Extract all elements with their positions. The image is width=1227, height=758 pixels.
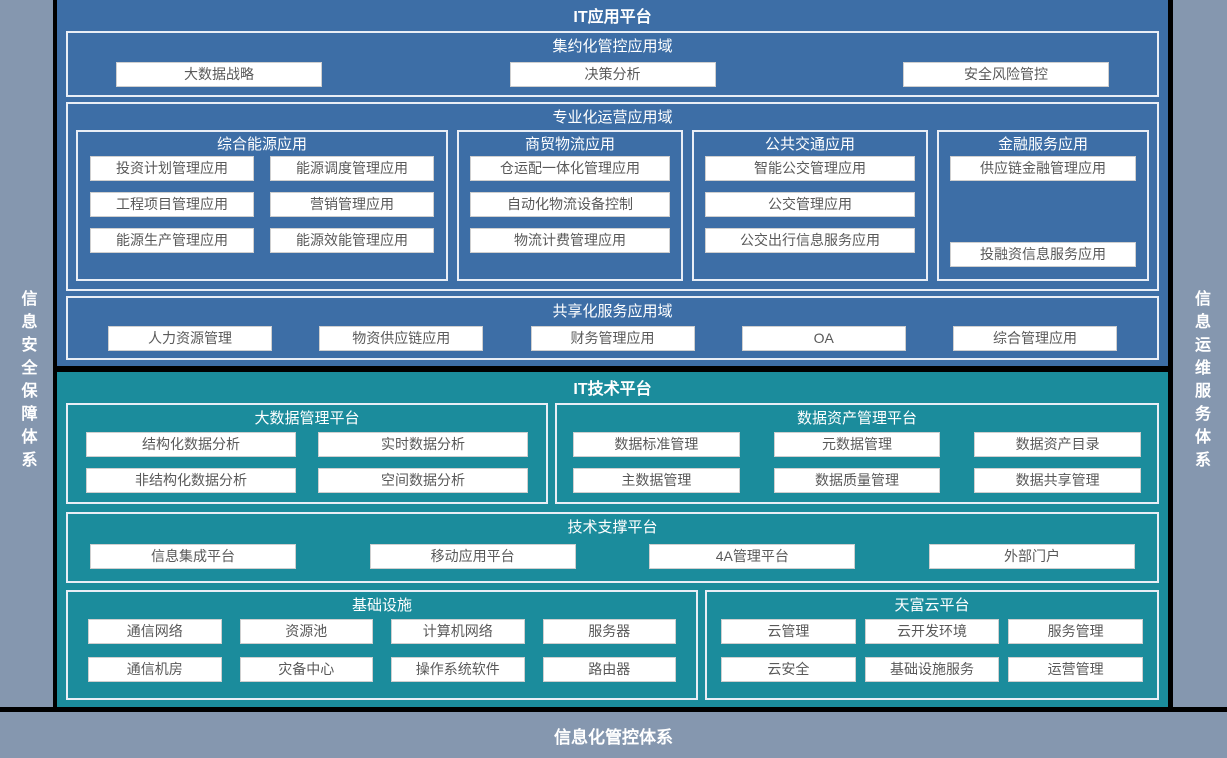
module-item: 计算机网络 [391, 619, 525, 644]
module-item: 服务器 [542, 619, 676, 644]
module-item: 大数据战略 [116, 62, 322, 87]
module-item: 云安全 [721, 657, 856, 682]
it-application-platform-title: IT应用平台 [573, 9, 652, 26]
module-item: 财务管理应用 [530, 326, 695, 351]
platform-items-grid: 数据标准管理 元数据管理 数据资产目录 主数据管理 数据质量管理 数据共享管理 [557, 429, 1157, 496]
technical-support-platform-title: 技术支撑平台 [567, 519, 658, 536]
group-items-column: 供应链金融管理应用 投融资信息服务应用 [939, 154, 1147, 279]
group-financial-services-title: 金融服务应用 [997, 136, 1088, 153]
infrastructure-box: 基础设施 通信网络 资源池 计算机网络 服务器 通信机房 灾备中心 操作系统软件… [66, 590, 698, 700]
module-item: 投资计划管理应用 [90, 156, 254, 181]
domain-intensive-control: 集约化管控应用域 大数据战略 决策分析 安全风险管控 [66, 31, 1159, 97]
module-item: 基础设施服务 [864, 657, 1000, 682]
module-item: 数据共享管理 [974, 468, 1141, 493]
module-item: 人力资源管理 [108, 326, 272, 351]
module-item: 信息集成平台 [90, 544, 296, 569]
module-item: 数据质量管理 [773, 468, 941, 493]
module-item: 通信网络 [88, 619, 222, 644]
platform-items-grid: 云管理 云开发环境 服务管理 云安全 基础设施服务 运营管理 [707, 616, 1157, 685]
module-item: 公交管理应用 [705, 192, 915, 217]
platform-items-grid: 结构化数据分析 实时数据分析 非结构化数据分析 空间数据分析 [68, 429, 546, 496]
module-item: 仓运配一体化管理应用 [470, 156, 670, 181]
bigdata-management-platform: 大数据管理平台 结构化数据分析 实时数据分析 非结构化数据分析 空间数据分析 [66, 403, 548, 504]
module-item: 投融资信息服务应用 [950, 242, 1136, 267]
module-item: 数据资产目录 [974, 432, 1141, 457]
domain-intensive-control-title: 集约化管控应用域 [552, 38, 673, 55]
shared-items-row: 人力资源管理 物资供应链应用 财务管理应用 OA 综合管理应用 [68, 322, 1157, 351]
domain-shared-service-title: 共享化服务应用域 [552, 303, 673, 320]
infrastructure-box-title: 基础设施 [351, 597, 412, 614]
module-item: 4A管理平台 [649, 544, 856, 569]
module-item: 综合管理应用 [953, 326, 1117, 351]
module-item: 外部门户 [928, 544, 1135, 569]
module-item: 能源调度管理应用 [270, 156, 434, 181]
ops-maintenance-pillar-label: 信息运维服务体系 [1192, 289, 1209, 474]
group-items-grid: 投资计划管理应用 能源调度管理应用 工程项目管理应用 营销管理应用 能源生产管理… [78, 154, 446, 255]
domain-professional-operation-title: 专业化运营应用域 [552, 109, 673, 126]
group-trade-logistics: 商贸物流应用 仓运配一体化管理应用 自动化物流设备控制 物流计费管理应用 [457, 130, 683, 281]
module-item: 决策分析 [509, 62, 716, 87]
group-financial-services: 金融服务应用 供应链金融管理应用 投融资信息服务应用 [937, 130, 1149, 281]
module-item: 工程项目管理应用 [90, 192, 254, 217]
architecture-diagram: IT应用平台 集约化管控应用域 大数据战略 决策分析 安全风险管控 专业化运营应… [57, 0, 1168, 707]
module-item: 物流计费管理应用 [470, 228, 670, 253]
domain-shared-service: 共享化服务应用域 人力资源管理 物资供应链应用 财务管理应用 OA 综合管理应用 [66, 296, 1159, 360]
tianfu-cloud-platform-title: 天富云平台 [894, 597, 970, 614]
it-application-platform: IT应用平台 集约化管控应用域 大数据战略 决策分析 安全风险管控 专业化运营应… [57, 0, 1168, 366]
bigdata-management-platform-title: 大数据管理平台 [254, 410, 360, 427]
module-item: 云管理 [721, 619, 856, 644]
module-item: 云开发环境 [864, 619, 1000, 644]
security-assurance-pillar: 信息安全保障体系 [0, 0, 53, 707]
domain-professional-operation: 专业化运营应用域 综合能源应用 投资计划管理应用 能源调度管理应用 工程项目管理… [66, 102, 1159, 291]
tianfu-cloud-platform: 天富云平台 云管理 云开发环境 服务管理 云安全 基础设施服务 运营管理 [705, 590, 1159, 700]
group-public-transport: 公共交通应用 智能公交管理应用 公交管理应用 公交出行信息服务应用 [692, 130, 928, 281]
module-item: 自动化物流设备控制 [470, 192, 670, 217]
data-asset-management-platform-title: 数据资产管理平台 [796, 410, 917, 427]
module-item: 空间数据分析 [318, 468, 528, 493]
ops-maintenance-pillar: 信息运维服务体系 [1173, 0, 1227, 707]
support-items-row: 信息集成平台 移动应用平台 4A管理平台 外部门户 [68, 538, 1157, 569]
tech-row-infrastructure: 基础设施 通信网络 资源池 计算机网络 服务器 通信机房 灾备中心 操作系统软件… [66, 590, 1159, 700]
module-item: 灾备中心 [239, 657, 373, 682]
security-assurance-pillar-label: 信息安全保障体系 [18, 289, 36, 474]
professional-groups-row: 综合能源应用 投资计划管理应用 能源调度管理应用 工程项目管理应用 营销管理应用… [68, 128, 1157, 289]
module-item: 数据标准管理 [573, 432, 740, 457]
it-technology-platform-title: IT技术平台 [573, 381, 652, 398]
module-item: 营销管理应用 [270, 192, 434, 217]
group-public-transport-title: 公共交通应用 [764, 136, 855, 153]
module-item: 安全风险管控 [903, 62, 1109, 87]
module-item: OA [741, 326, 906, 351]
group-trade-logistics-title: 商贸物流应用 [524, 136, 615, 153]
module-item: 公交出行信息服务应用 [705, 228, 915, 253]
module-item: 元数据管理 [773, 432, 941, 457]
group-integrated-energy-title: 综合能源应用 [216, 136, 307, 153]
governance-bottom-bar: 信息化管控体系 [0, 712, 1227, 758]
module-item: 供应链金融管理应用 [950, 156, 1136, 181]
intensive-items-row: 大数据战略 决策分析 安全风险管控 [68, 57, 1157, 87]
module-item: 能源生产管理应用 [90, 228, 254, 253]
module-item: 主数据管理 [573, 468, 740, 493]
module-item: 移动应用平台 [369, 544, 576, 569]
tech-row-data-platforms: 大数据管理平台 结构化数据分析 实时数据分析 非结构化数据分析 空间数据分析 数… [66, 403, 1159, 504]
module-item: 智能公交管理应用 [705, 156, 915, 181]
module-item: 结构化数据分析 [86, 432, 296, 457]
it-technology-platform: IT技术平台 大数据管理平台 结构化数据分析 实时数据分析 非结构化数据分析 空… [57, 372, 1168, 707]
group-integrated-energy: 综合能源应用 投资计划管理应用 能源调度管理应用 工程项目管理应用 营销管理应用… [76, 130, 448, 281]
data-asset-management-platform: 数据资产管理平台 数据标准管理 元数据管理 数据资产目录 主数据管理 数据质量管… [555, 403, 1159, 504]
module-item: 路由器 [542, 657, 676, 682]
group-items-column: 智能公交管理应用 公交管理应用 公交出行信息服务应用 [694, 154, 926, 255]
module-item: 能源效能管理应用 [270, 228, 434, 253]
module-item: 实时数据分析 [318, 432, 528, 457]
module-item: 运营管理 [1008, 657, 1143, 682]
technical-support-platform: 技术支撑平台 信息集成平台 移动应用平台 4A管理平台 外部门户 [66, 512, 1159, 583]
group-items-column: 仓运配一体化管理应用 自动化物流设备控制 物流计费管理应用 [459, 154, 681, 255]
governance-bottom-bar-label: 信息化管控体系 [554, 727, 673, 747]
module-item: 服务管理 [1008, 619, 1143, 644]
module-item: 资源池 [239, 619, 373, 644]
module-item: 操作系统软件 [391, 657, 525, 682]
platform-items-grid: 通信网络 资源池 计算机网络 服务器 通信机房 灾备中心 操作系统软件 路由器 [68, 616, 696, 685]
module-item: 物资供应链应用 [319, 326, 484, 351]
module-item: 通信机房 [88, 657, 222, 682]
module-item: 非结构化数据分析 [86, 468, 296, 493]
